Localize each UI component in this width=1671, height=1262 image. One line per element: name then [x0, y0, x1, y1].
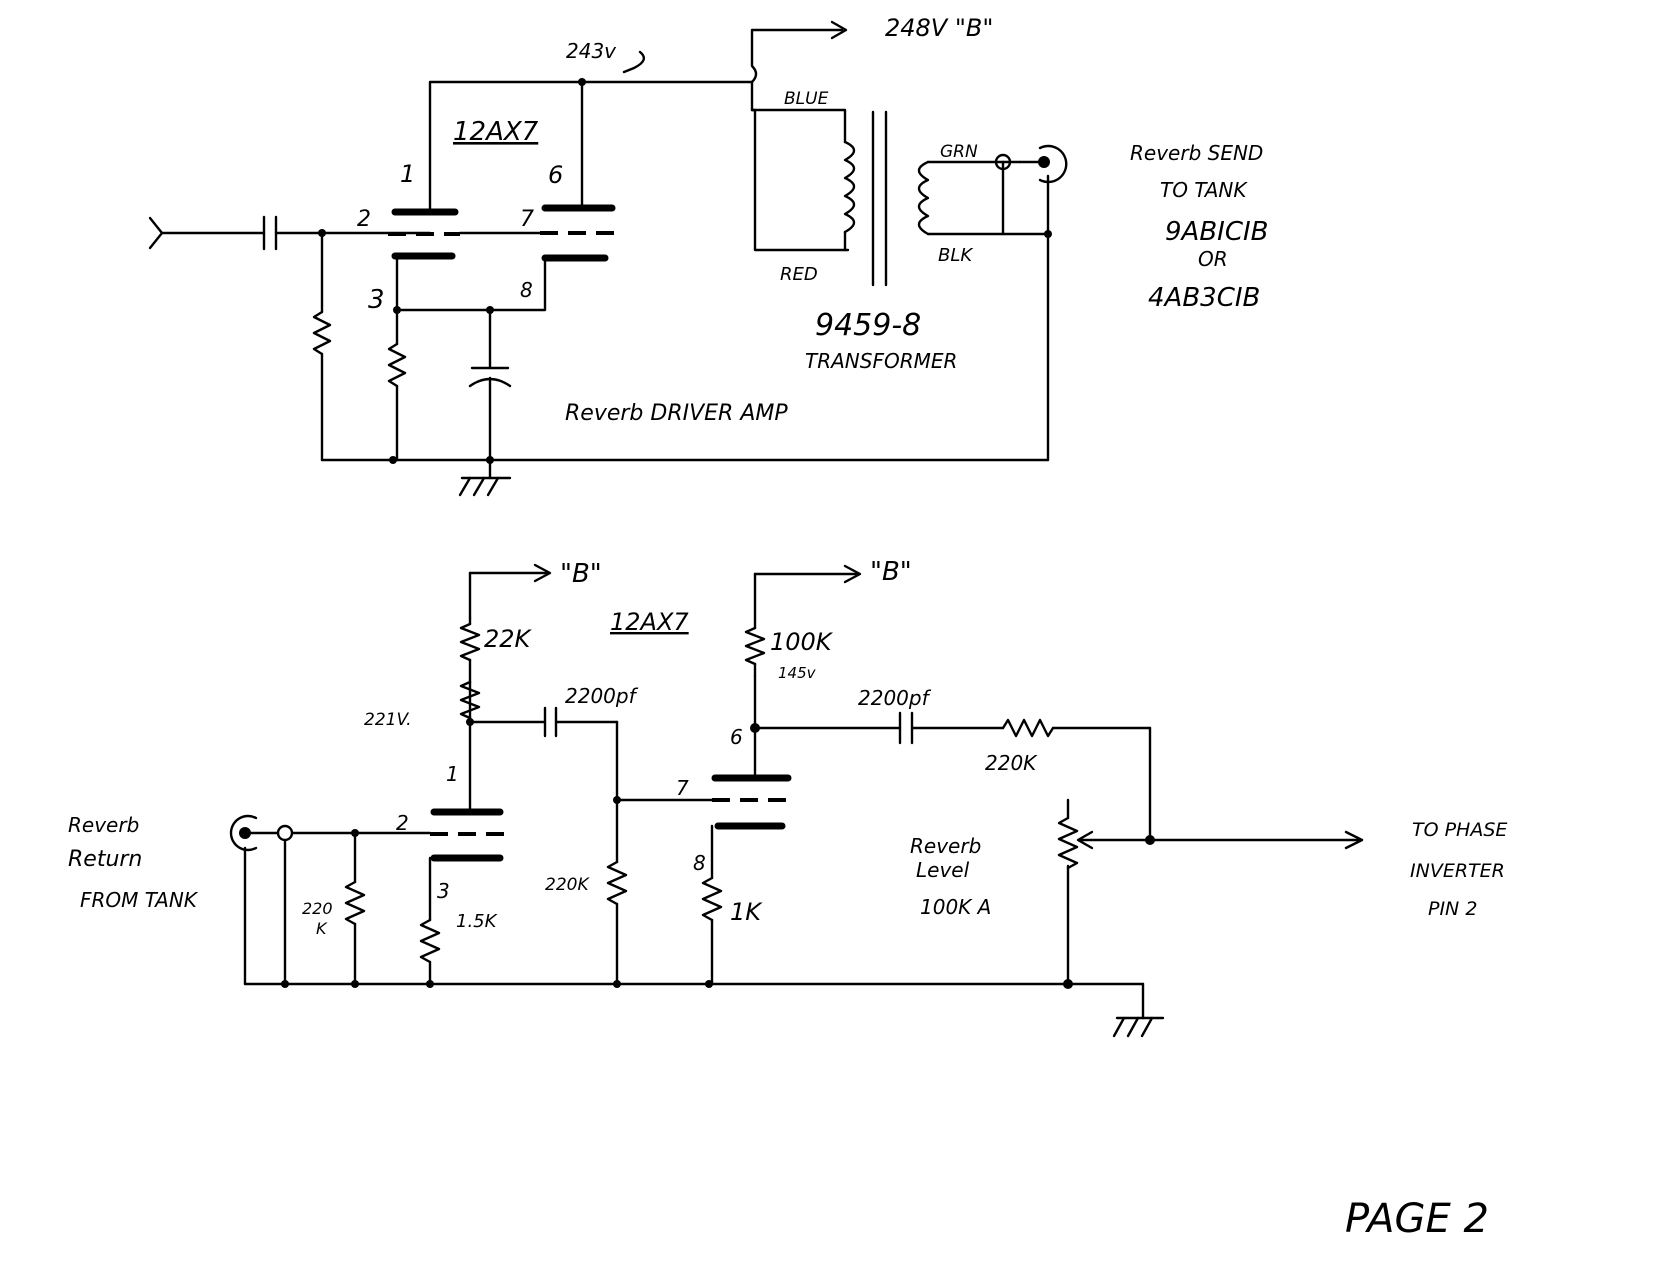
value-2200pf-1: 2200pf — [565, 684, 639, 708]
plate-resistor-22k-icon — [459, 680, 481, 720]
supply-arrow-icon-b2 — [843, 564, 862, 584]
top-circuit — [148, 20, 1068, 497]
pot-value: 100K A — [920, 895, 991, 919]
pin-8-top: 8 — [520, 278, 533, 302]
input-terminal-icon — [148, 216, 164, 250]
supply-label-b1: "B" — [560, 559, 602, 589]
pin-2-top: 2 — [357, 207, 371, 232]
reverb-level-pot-icon — [1057, 816, 1079, 870]
ground-icon-bottom — [1112, 1016, 1165, 1038]
recovery-tube-triode-b — [711, 774, 792, 830]
send-jack-icon — [1018, 144, 1068, 236]
value-220k-series: 220K — [985, 751, 1038, 775]
pin-1-bottom: 1 — [446, 762, 459, 786]
send-note-line1: Reverb SEND — [1130, 141, 1263, 165]
wire-blue-label: BLUE — [784, 89, 829, 109]
transformer-part-label: 9459-8 — [815, 308, 921, 343]
return-label-line2: Return — [68, 847, 142, 872]
transformer-label: TRANSFORMER — [805, 349, 957, 373]
pot-label-line2: Level — [916, 858, 970, 882]
return-grid-resistor-icon — [344, 880, 366, 926]
supply-arrow-icon — [830, 20, 848, 40]
supply-arrow-icon-b1 — [533, 563, 552, 583]
pot-label-line1: Reverb — [910, 834, 981, 858]
pin-8-bottom: 8 — [693, 851, 706, 875]
pin-1-top: 1 — [400, 160, 415, 188]
driver-caption: Reverb DRIVER AMP — [565, 401, 788, 426]
value-220-line2: K — [316, 919, 328, 938]
pin-7-top: 7 — [520, 207, 534, 232]
plate-resistor-100k-icon — [744, 626, 766, 666]
pin-7-bottom: 7 — [676, 776, 689, 800]
return-label-line1: Reverb — [68, 813, 139, 837]
cathode-resistor-icon — [387, 342, 407, 388]
output-label-line2: INVERTER — [1410, 860, 1505, 882]
output-arrow-icon — [1344, 830, 1364, 850]
output-label-line1: TO PHASE — [1412, 819, 1507, 841]
value-100k: 100K — [770, 628, 834, 656]
value-22k: 22K — [484, 625, 533, 653]
transformer-primary-coil — [843, 140, 856, 234]
cathode-resistor-1k-icon — [701, 876, 723, 922]
output-label-line3: PIN 2 — [1428, 898, 1477, 920]
page-label: PAGE 2 — [1345, 1196, 1489, 1242]
wire-red-label: RED — [780, 264, 818, 285]
voltage-pointer-icon — [622, 50, 646, 74]
value-2200pf-2: 2200pf — [858, 686, 932, 710]
grid-resistor-220k-icon — [606, 860, 628, 906]
pin-6-top: 6 — [548, 161, 563, 189]
tank-model-a: 9ABICIB — [1165, 217, 1269, 247]
bottom-circuit — [229, 563, 1364, 1038]
value-1-5k: 1.5K — [456, 911, 498, 932]
wire-blk-label: BLK — [938, 245, 973, 266]
supply-label-top: 248V "B" — [885, 14, 993, 42]
pin-3-bottom: 3 — [437, 879, 450, 903]
driver-tube-triode-a — [388, 208, 460, 260]
driver-tube-triode-b — [540, 204, 616, 262]
wire-grn-label: GRN — [940, 142, 978, 162]
value-221v: 221V. — [364, 710, 412, 730]
grid-resistor-icon — [312, 310, 332, 356]
ground-icon — [458, 476, 512, 497]
send-note-line2: TO TANK — [1160, 178, 1248, 202]
supply-label-b2: "B" — [870, 557, 912, 587]
tank-model-b: 4AB3CIB — [1148, 283, 1260, 313]
value-220-line1: 220 — [302, 899, 333, 918]
plate-voltage-label: 243v — [566, 39, 617, 63]
value-220k-grid: 220K — [545, 875, 590, 895]
tank-or-label: OR — [1198, 247, 1228, 271]
pin-2-bottom: 2 — [396, 811, 409, 835]
tube-label-bottom: 12AX7 — [610, 608, 689, 636]
wiper-arrow-icon — [1076, 830, 1094, 850]
cathode-resistor-1-5k-icon — [419, 918, 441, 964]
transformer-secondary-coil — [917, 160, 930, 236]
value-145v: 145v — [778, 664, 817, 682]
return-label-line3: FROM TANK — [80, 888, 199, 912]
tube-label-top: 12AX7 — [453, 117, 539, 147]
recovery-tube-triode-a — [430, 808, 505, 862]
pin-6-bottom: 6 — [730, 725, 743, 749]
value-1k: 1K — [730, 898, 763, 926]
pin-3-top: 3 — [368, 285, 385, 315]
series-resistor-220k-icon — [1001, 718, 1055, 738]
